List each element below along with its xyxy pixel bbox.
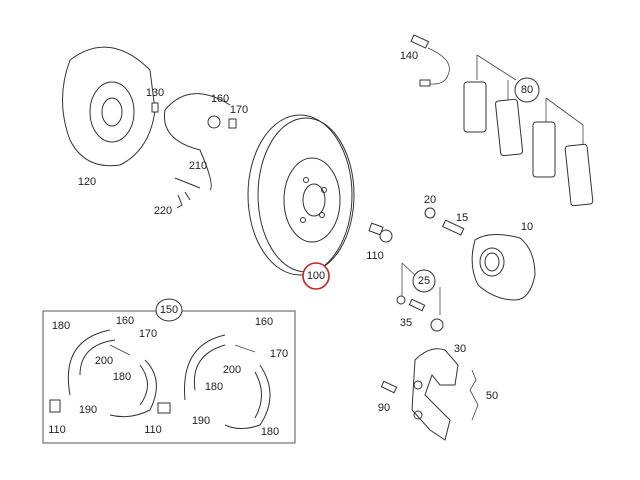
callout-circle xyxy=(514,77,540,103)
label-90: 90 xyxy=(378,402,390,414)
label-110: 110 xyxy=(366,250,384,262)
inset-label-180: 180 xyxy=(52,320,70,332)
label-160: 160 xyxy=(211,93,229,105)
inset-label-200: 200 xyxy=(95,355,113,367)
label-25: 25 xyxy=(418,275,430,287)
wear-sensor-part[interactable] xyxy=(410,34,450,87)
highlight-circle xyxy=(302,262,330,290)
label-10: 10 xyxy=(521,221,533,233)
label-80: 80 xyxy=(521,84,533,96)
caliper-part[interactable] xyxy=(471,234,536,301)
label-140: 140 xyxy=(400,50,418,62)
guide-pin-kit-part[interactable] xyxy=(396,262,444,332)
label-20: 20 xyxy=(424,194,436,206)
label-220: 220 xyxy=(154,205,172,217)
bleeder-screw-part[interactable] xyxy=(442,219,465,236)
label-30: 30 xyxy=(454,343,466,355)
inset-label-200: 200 xyxy=(223,364,241,376)
inset-label-170: 170 xyxy=(139,328,157,340)
label-210: 210 xyxy=(189,160,207,172)
inset-label-160: 160 xyxy=(255,316,273,328)
inset-label-180: 180 xyxy=(205,381,223,393)
callout-circle xyxy=(412,269,436,293)
carrier-bolt-part[interactable] xyxy=(380,380,398,394)
inset-label-190: 190 xyxy=(79,404,97,416)
caliper-carrier-part[interactable] xyxy=(411,348,459,441)
inset-label-110: 110 xyxy=(48,424,66,436)
brake-disc-part[interactable] xyxy=(247,114,355,276)
inset-label-180: 180 xyxy=(113,371,131,383)
label-130: 130 xyxy=(146,87,164,99)
brake-pads-part[interactable] xyxy=(463,54,594,207)
nut-part[interactable] xyxy=(424,207,436,219)
inset-label-170: 170 xyxy=(270,348,288,360)
label-50: 50 xyxy=(486,390,498,402)
label-170: 170 xyxy=(230,104,248,116)
bolt-part[interactable] xyxy=(368,222,393,243)
backing-plate-part[interactable] xyxy=(62,46,156,167)
inset-label-190: 190 xyxy=(192,415,210,427)
label-150: 150 xyxy=(160,304,178,316)
inset-label-160: 160 xyxy=(116,315,134,327)
label-120: 120 xyxy=(78,176,96,188)
brake-shoe-part[interactable] xyxy=(151,93,237,209)
inset-label-110: 110 xyxy=(144,424,162,436)
label-15: 15 xyxy=(456,212,468,224)
label-100[interactable]: 100 xyxy=(307,270,325,282)
inset-label-180: 180 xyxy=(261,426,279,438)
spring-clip-part[interactable] xyxy=(469,369,479,421)
shoe-kit-inset: 150 xyxy=(42,298,296,444)
label-35: 35 xyxy=(400,317,412,329)
